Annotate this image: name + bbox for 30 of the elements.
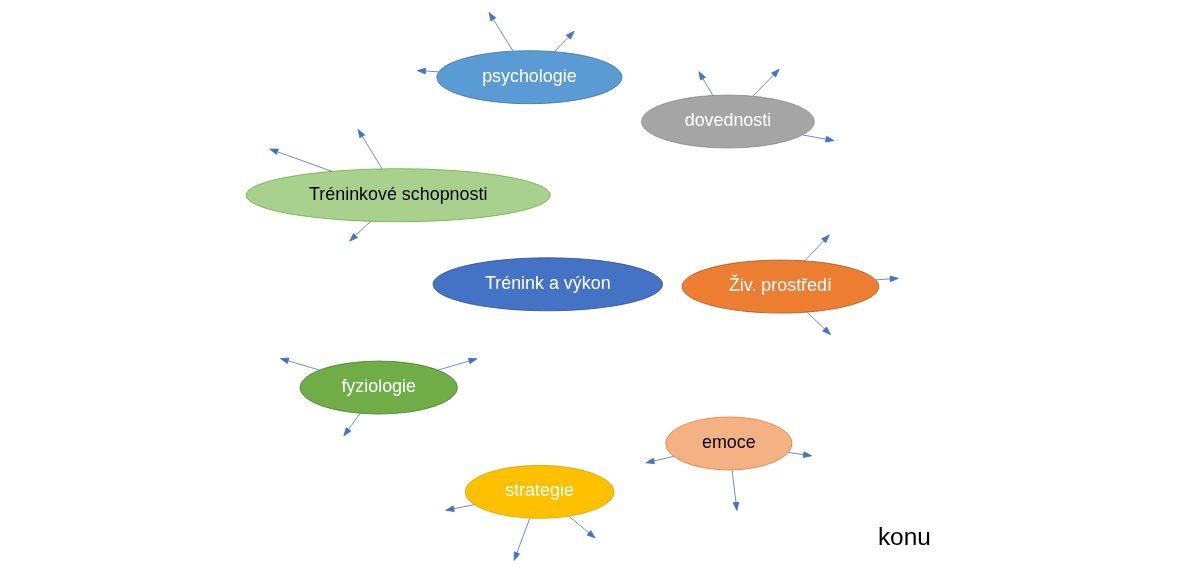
arrow	[268, 148, 332, 172]
arrow	[801, 134, 834, 143]
arrow	[645, 456, 674, 465]
arrow	[731, 469, 739, 511]
arrow	[342, 413, 360, 437]
node-ellipse: strategie	[464, 464, 614, 519]
label: konu	[877, 523, 931, 551]
arrow	[348, 220, 371, 242]
node-ellipse: psychologie	[435, 50, 622, 105]
arrow	[698, 71, 713, 96]
arrow	[875, 275, 899, 283]
node-ellipse: Trénink a výkon	[432, 257, 663, 312]
node-ellipse: dovednosti	[640, 94, 815, 149]
arrow	[513, 518, 530, 561]
node-ellipse: Živ. prostředí	[681, 259, 879, 314]
arrow	[437, 357, 477, 371]
arrow	[444, 504, 475, 512]
arrow	[553, 30, 575, 52]
arrow	[803, 234, 830, 262]
node-ellipse: fyziologie	[299, 360, 458, 415]
arrow	[806, 311, 831, 336]
arrow	[751, 68, 780, 97]
node-ellipse: emoce	[664, 416, 792, 471]
arrow	[357, 129, 382, 169]
node-ellipse: Tréninkové schopnosti	[245, 168, 551, 223]
arrow	[787, 451, 812, 458]
arrow	[488, 12, 513, 52]
arrow	[416, 67, 439, 75]
arrow	[279, 357, 320, 371]
arrow	[568, 516, 596, 539]
